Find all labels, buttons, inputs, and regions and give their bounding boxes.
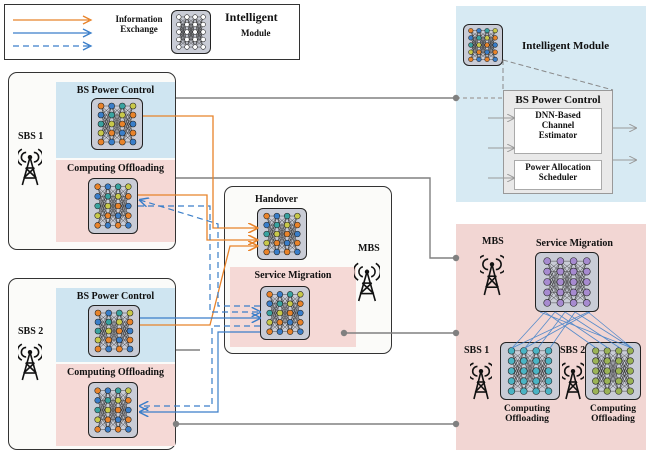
gray-link-sbs1-offload: [176, 177, 456, 259]
panel-scheduler-box: [514, 160, 602, 190]
migration-panel-mbs-tower-icon: [476, 252, 508, 296]
panel-power-control-title: BS Power Control: [515, 94, 601, 106]
migration-panel-sbs1-label: SBS 1: [464, 345, 490, 356]
migration-panel-left-nn-icon: [500, 342, 560, 400]
mbs-migration-title: Service Migration: [254, 270, 332, 281]
migration-panel-title: Service Migration: [536, 238, 613, 249]
legend-nn-icon: [171, 10, 211, 54]
sbs1-power-title: BS Power Control: [76, 85, 155, 96]
legend-intel-line1: Intelligent: [225, 10, 278, 24]
panel-nn-icon: [463, 24, 503, 66]
panel-scheduler-label: Power Allocation Scheduler: [525, 162, 591, 182]
migration-panel-right-nn-icon: [585, 342, 641, 400]
sbs1-label: SBS 1: [18, 131, 44, 142]
mbs-migration-nn-icon: [260, 286, 310, 340]
gray-links: [176, 97, 503, 425]
blue-links: [138, 200, 260, 412]
panel-estimator-box: [514, 108, 602, 154]
legend-lines: [13, 15, 93, 51]
sbs2-power-title: BS Power Control: [76, 291, 155, 302]
migration-panel-sbs2-tower-icon: [558, 360, 588, 400]
panel-title: Intelligent Module: [522, 40, 610, 52]
sbs1-power-nn-icon: [91, 98, 143, 150]
sbs2-offload-nn-icon: [88, 382, 138, 438]
sbs2-offload-title: Computing Offloading: [67, 367, 164, 378]
gray-link-dots: [172, 94, 460, 428]
migration-panel-mbs-label: MBS: [482, 236, 504, 247]
zoom-lines: [502, 59, 614, 91]
sbs1-offload-title: Computing Offloading: [67, 163, 164, 174]
orange-links: [138, 115, 257, 326]
panel-estimator-label: DNN-Based Channel Estimator: [535, 110, 581, 140]
migration-panel-sbs2-label: SBS 2: [560, 345, 586, 356]
legend-intel-line2: Module: [241, 28, 271, 38]
sbs2-label: SBS 2: [18, 326, 44, 337]
mbs-label: MBS: [358, 243, 380, 254]
sbs2-power-nn-icon: [88, 305, 140, 357]
sbs1-offload-nn-icon: [88, 178, 138, 234]
mbs-tower-icon: [352, 260, 382, 302]
mbs-handover-nn-icon: [257, 208, 307, 260]
mbs-handover-title: Handover: [255, 194, 298, 205]
panel-io-arrows: [488, 118, 636, 178]
migration-mesh: [511, 311, 633, 349]
migration-panel-top-nn-icon: [535, 252, 599, 312]
